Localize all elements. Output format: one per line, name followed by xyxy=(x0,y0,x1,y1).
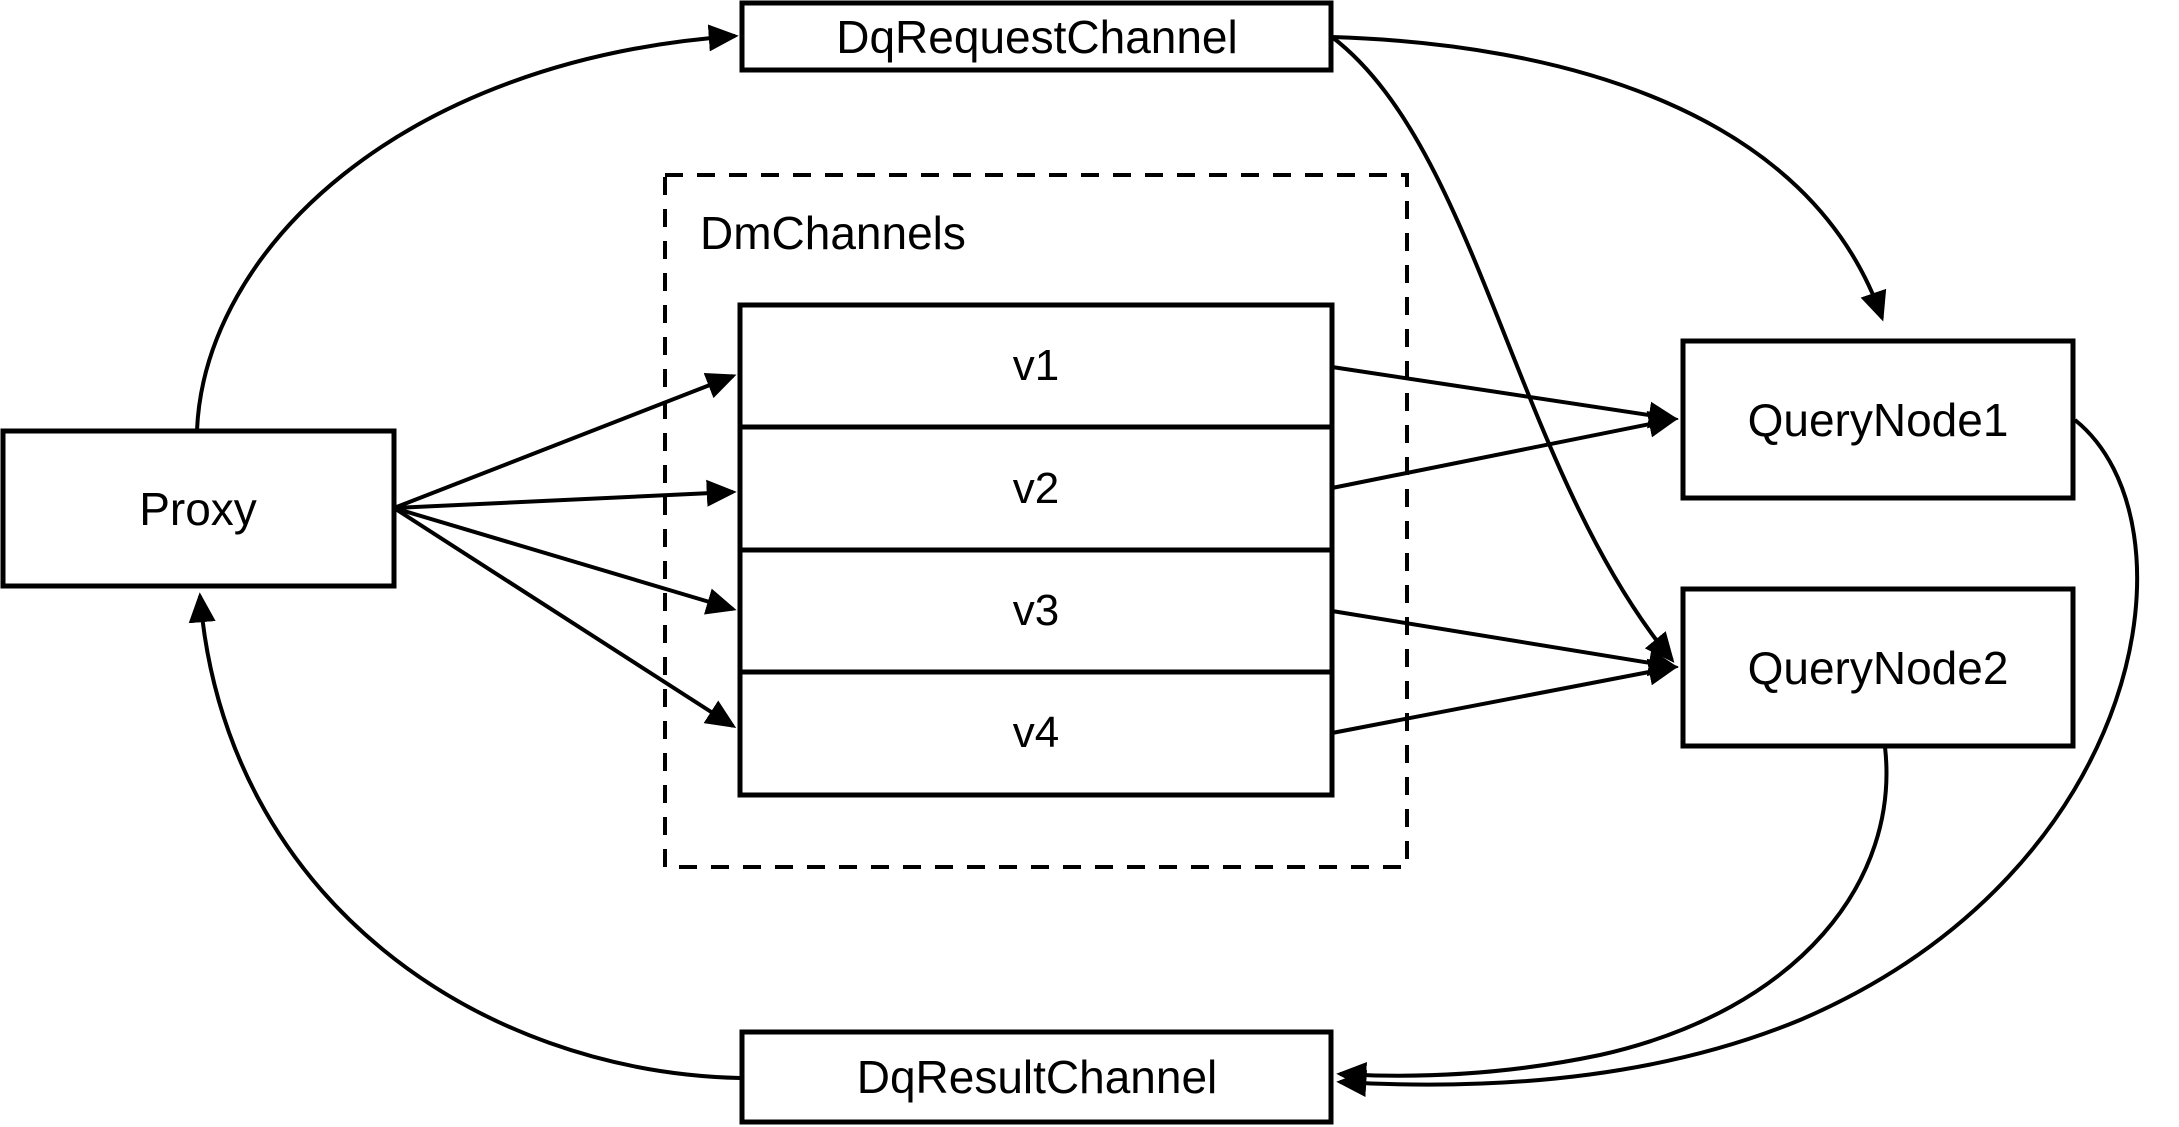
edge-proxy-to-v1 xyxy=(393,372,737,510)
edge-dqrequestchannel-to-querynode2 xyxy=(1330,35,1675,663)
edge-dqrequestchannel-to-querynode1 xyxy=(1331,35,1887,322)
edge-proxy-to-v2 xyxy=(393,479,737,510)
edge-querynode2-to-dqresultchannel xyxy=(1336,746,1889,1089)
querynode2-box[interactable] xyxy=(1680,586,2076,749)
edge-v1-to-querynode1 xyxy=(1331,365,1679,429)
edge-proxy-to-v3 xyxy=(393,506,737,615)
edge-v4-to-querynode2 xyxy=(1331,658,1679,735)
edge-v2-to-querynode1 xyxy=(1331,410,1679,490)
proxy-box[interactable] xyxy=(0,428,397,589)
dqrequestchannel-box[interactable] xyxy=(739,0,1334,73)
edge-querynode1-to-dqresultchannel xyxy=(1336,418,2140,1097)
dqresultchannel-box[interactable] xyxy=(739,1029,1334,1125)
edge-proxy-to-v4 xyxy=(392,506,737,729)
edge-proxy-to-dqrequestchannel xyxy=(195,24,739,431)
edge-dqresultchannel-to-proxy xyxy=(188,592,741,1080)
edge-v3-to-querynode2 xyxy=(1331,609,1679,677)
querynode1-box[interactable] xyxy=(1680,338,2076,501)
dmchannels-group-box xyxy=(663,173,1409,869)
